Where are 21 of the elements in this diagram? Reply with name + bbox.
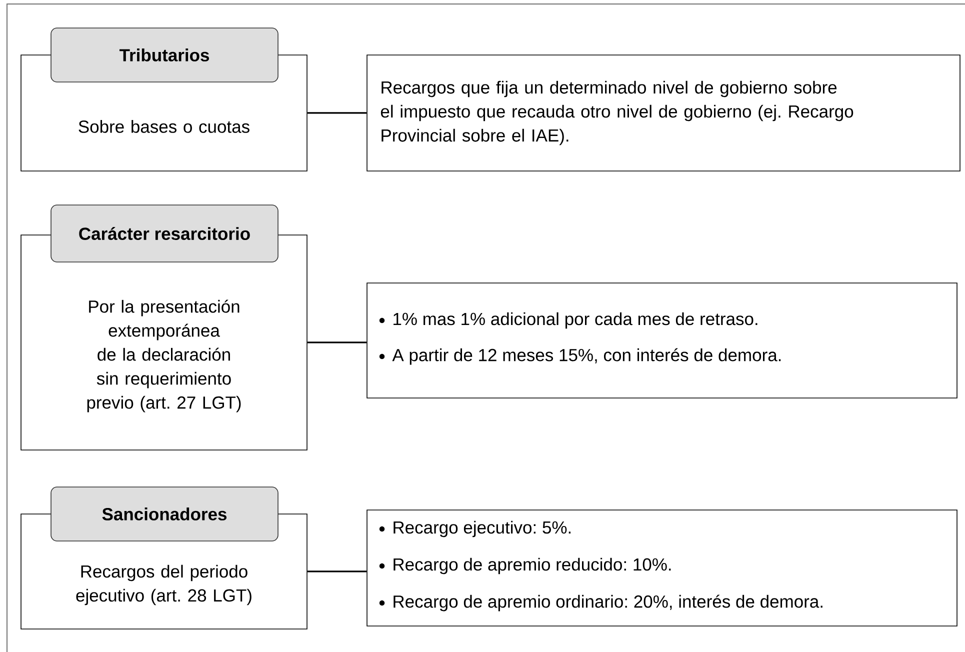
heading-tab: Carácter resarcitorio bbox=[50, 204, 278, 262]
connector-line bbox=[307, 342, 367, 344]
box-text: Recargos del periodo ejecutivo (art. 28 LGT) bbox=[76, 564, 252, 606]
labeled-box bbox=[20, 486, 308, 630]
text-box bbox=[366, 282, 958, 398]
labeled-box bbox=[20, 204, 308, 450]
bullet-item: Recargo de apremio reducido: 10%. bbox=[379, 558, 671, 574]
connector-line bbox=[307, 570, 367, 572]
text-box bbox=[366, 510, 958, 626]
bullet-item: Recargo ejecutivo: 5%. bbox=[379, 520, 571, 538]
box-text: Recargos que fija un determinado nivel de gobierno sobre el impuesto que recauda otro nivel de gobierno (ej. Recargo Provincial sobre el IAE). bbox=[380, 80, 854, 146]
box-text: Sobre bases o cuotas bbox=[78, 120, 250, 133]
bullet-item: Recargo de apremio ordinario: 20%, interés de demora. bbox=[379, 594, 822, 612]
text-box bbox=[366, 54, 960, 172]
bullet-item: A partir de 12 meses 15%, con interés de demora. bbox=[379, 348, 781, 365]
connector-line bbox=[307, 112, 367, 114]
bullet-item: 1% mas 1% adicional por cada mes de retraso. bbox=[379, 312, 758, 329]
heading-tab: Tributarios bbox=[50, 28, 278, 82]
labeled-box bbox=[20, 28, 308, 172]
box-text: Por la presentación extemporánea de la declaración sin requerimiento previo (art. 27 LGT) bbox=[87, 300, 241, 412]
heading-tab: Sancionadores bbox=[50, 486, 278, 542]
